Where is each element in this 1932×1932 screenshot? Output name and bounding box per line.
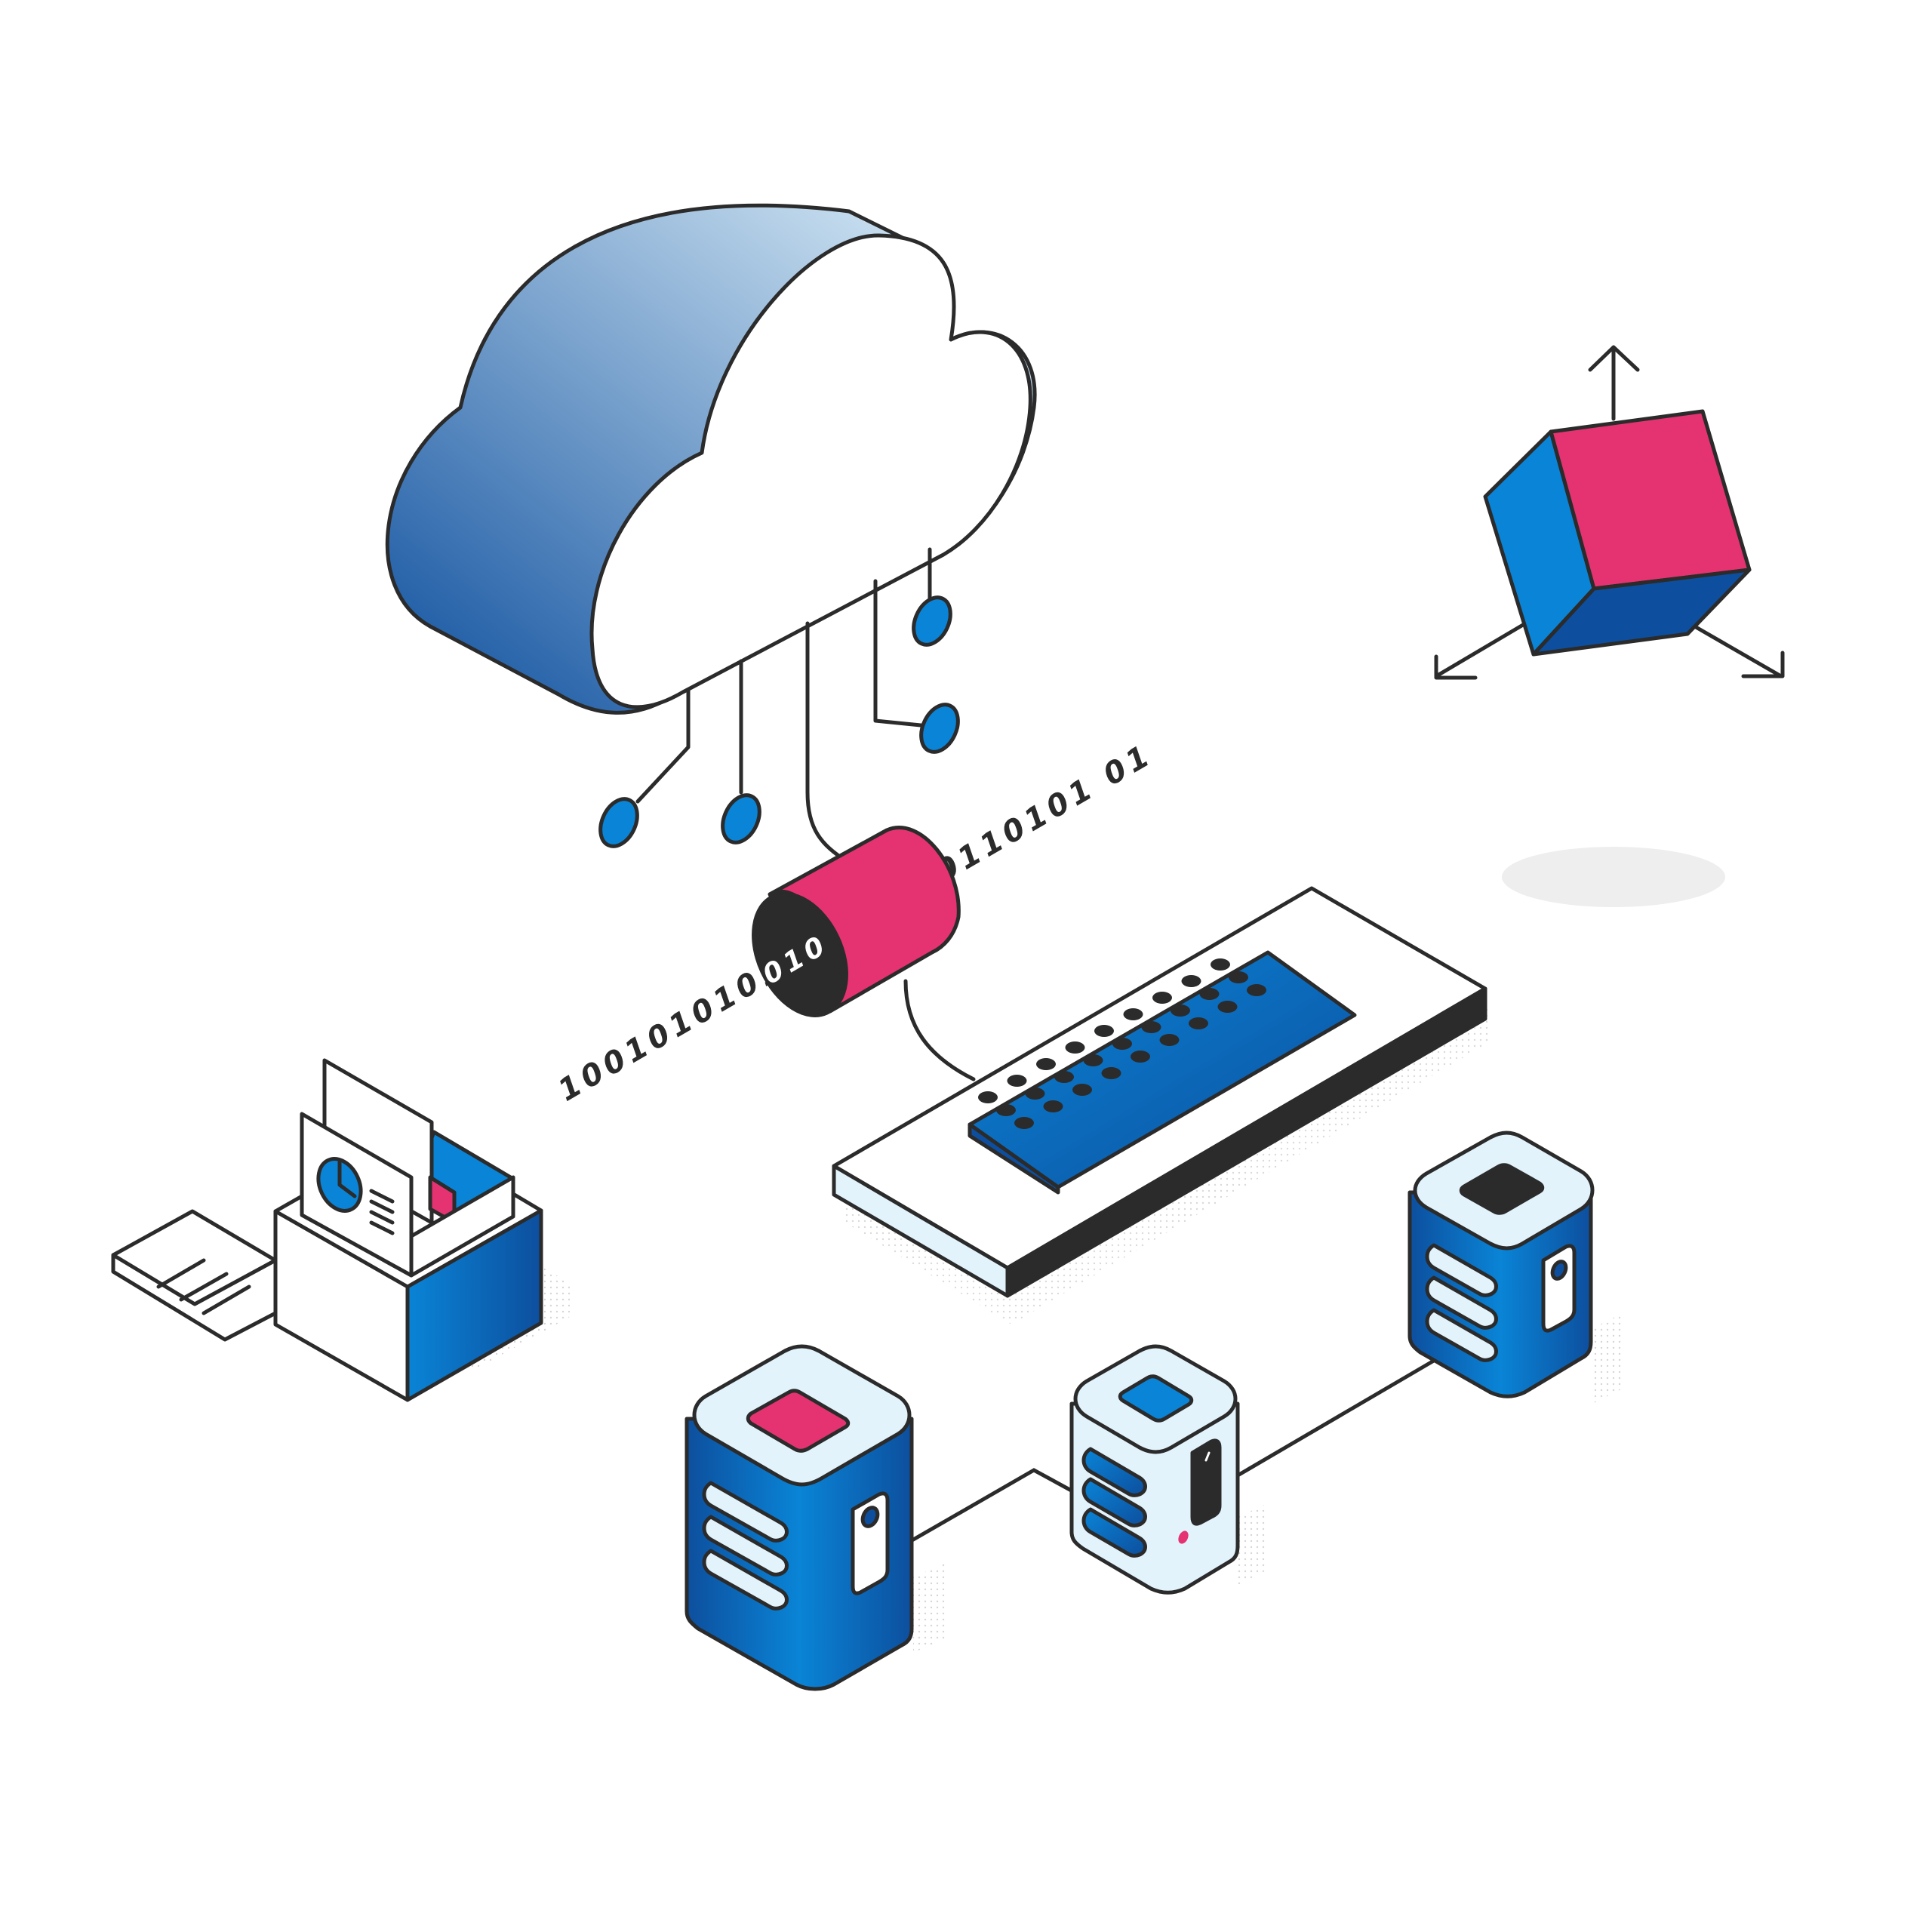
key [1181, 975, 1201, 987]
key [1036, 1058, 1056, 1070]
key [1159, 1034, 1180, 1046]
key [1171, 1004, 1190, 1017]
server-icon [685, 1344, 947, 1691]
cube-axes [1434, 345, 1785, 680]
key [1101, 1067, 1121, 1079]
key [1007, 1075, 1027, 1087]
loose-document [111, 1209, 278, 1342]
keyboard-icon [832, 886, 1487, 1298]
key [1141, 1021, 1161, 1033]
key [1217, 1001, 1238, 1013]
key [1025, 1088, 1045, 1100]
circuit-node [598, 797, 639, 848]
key [1199, 988, 1220, 1000]
binary-stream-right: 0110101 01 [930, 737, 1159, 890]
server-icon [1407, 1131, 1623, 1404]
key [1094, 1025, 1114, 1037]
key [1123, 1008, 1143, 1020]
circuit-node [919, 703, 960, 754]
circuit-node [912, 595, 952, 647]
data-cylinder-icon [752, 826, 961, 1017]
key [1189, 1017, 1208, 1029]
key [1083, 1054, 1103, 1066]
network-links [908, 1356, 1439, 1544]
key [1054, 1071, 1074, 1083]
cube-icon [1483, 409, 1752, 657]
key [1014, 1117, 1034, 1129]
key [1072, 1084, 1092, 1096]
key [1211, 958, 1230, 971]
key [996, 1104, 1016, 1116]
key [978, 1091, 998, 1103]
document-box-icon [273, 1058, 543, 1402]
key [1065, 1041, 1085, 1054]
key [1229, 971, 1248, 983]
key [1247, 984, 1266, 996]
keyboard-keys [978, 958, 1266, 1129]
key [1131, 1051, 1150, 1063]
circuit-node-dots [598, 595, 960, 848]
cube-shadow [1502, 847, 1725, 907]
circuit-node [721, 793, 761, 844]
cloud-circuit-lines [635, 547, 976, 1081]
key [1152, 992, 1172, 1004]
key [1043, 1100, 1063, 1112]
cloud-icon [385, 203, 1037, 715]
key [1112, 1038, 1132, 1050]
server-icon [1069, 1344, 1268, 1595]
